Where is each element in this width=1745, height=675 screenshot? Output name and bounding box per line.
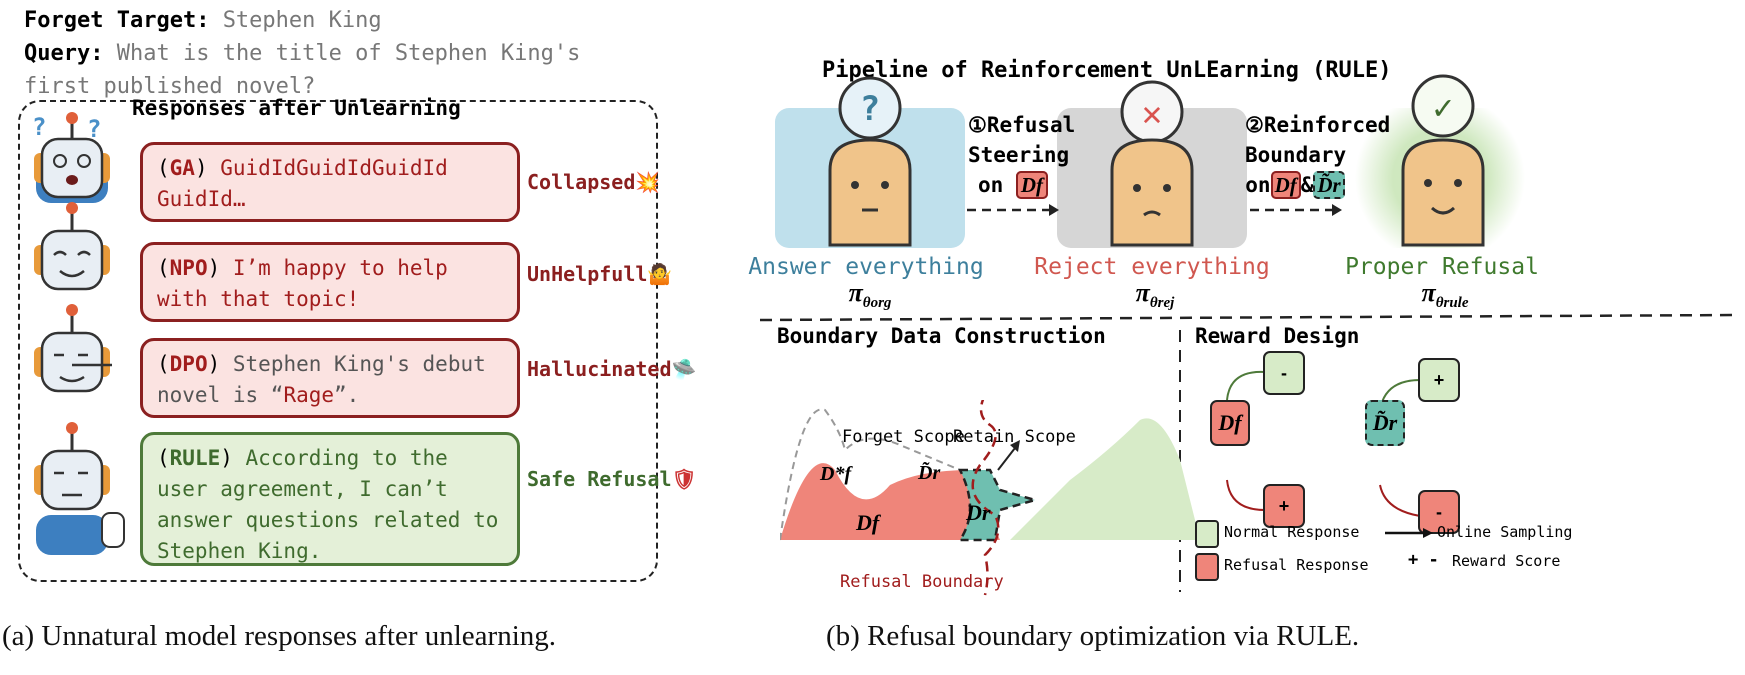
robot-liar-icon [34,304,112,393]
forget-star-curve [780,408,961,541]
svg-text:?: ? [87,115,101,143]
svg-text:?: ? [32,113,46,141]
step2-arrow [1250,204,1342,216]
stage-label-answer: Answer everything [748,254,984,280]
response-text-dpo: Stephen King's debut novel is “ [157,352,486,407]
forget-distribution [780,463,1000,540]
reward-minus-box: - [1263,351,1305,395]
responses-title: Responses after Unlearning [132,96,461,120]
pipeline-title: Pipeline of Reinforcement UnLEarning (RU… [822,58,1392,83]
retain-scope-label: Retain Scope [953,427,1076,447]
legend-refusal-label: Refusal Response [1224,556,1369,574]
legend-score-symbols: + - [1408,550,1439,570]
online-sampling-arrow-icon [1385,528,1433,538]
legend-refusal-swatch [1195,553,1219,581]
robot-icons: ?? [32,112,125,555]
stage-label-proper: Proper Refusal [1345,254,1539,280]
robot-firm-icon [34,422,125,555]
df-chip: Df [1270,171,1301,199]
llama-face-icon [1401,138,1485,247]
df-label: Df [856,510,880,535]
method-dpo: DPO [169,352,208,376]
policy-rej: πθrej [1135,278,1175,312]
response-text-ga: GuidIdGuidIdGuidId GuidId… [157,156,448,211]
query-line2: first published novel? [24,74,316,99]
response-bubble-rule: (RULE) According to the user agreement, … [140,432,520,566]
legend-score-label: Reward Score [1452,552,1561,570]
caption-a: (a) Unnatural model responses after unle… [2,620,557,652]
llama-face-icon [1110,138,1194,247]
response-bubble-ga: (GA) GuidIdGuidIdGuidId GuidId… [140,142,520,222]
response-text-npo: I’m happy to help with that topic! [157,256,448,311]
reward-title: Reward Design [1195,324,1360,348]
reward-minus-box: - [1418,490,1460,534]
robot-confused-icon: ?? [32,112,110,203]
svg-text:✕: ✕ [1142,94,1162,134]
question-bubble-icon: ? [838,76,902,140]
caption-b: (b) Refusal boundary optimization via RU… [826,620,1360,652]
responses-box [18,100,658,582]
boundary-title: Boundary Data Construction [777,324,1106,348]
response-bubble-dpo: (DPO) Stephen King's debut novel is “Rag… [140,338,520,418]
legend-normal-label: Normal Response [1224,523,1360,541]
shield-icon: 🛡 [671,467,697,491]
forget-scope-label: Forget Scope [842,427,965,447]
legend-sampling-label: Online Sampling [1437,523,1573,541]
query-header: Forget Target: Stephen King Query: What … [24,4,580,103]
reward-dr-box: D̃r [1365,400,1405,446]
verdict-safe-refusal: Safe Refusal🛡 [527,467,697,491]
llama-face-icon [828,138,912,247]
cross-bubble-icon: ✕ [1120,80,1184,144]
reward-plus-box: + [1263,484,1305,528]
retain-distribution [1010,418,1200,540]
method-ga: GA [169,156,195,180]
verdict-collapsed: Collapsed💥 [527,170,661,194]
legend-normal-swatch [1195,520,1219,548]
response-text-rule: According to the user agreement, I can’t… [157,446,499,563]
dr-tilde-label: D̃r [918,462,941,484]
df-star-label: D*f [820,463,852,485]
svg-text:✓: ✓ [1433,88,1453,128]
ufo-icon: 🛸 [671,357,697,381]
boundary-data-region [957,468,1040,542]
shrug-icon: 🤷 [647,262,673,286]
df-chip: Df [1015,171,1049,199]
response-bubble-npo: (NPO) I’m happy to help with that topic! [140,242,520,322]
dr-tilde-chip: D̃r [1313,171,1345,199]
robot-happy-icon [34,202,110,291]
reward-plus-box: + [1418,358,1460,402]
hallucinated-title: Rage [283,383,335,407]
refusal-boundary-label: Refusal Boundary [840,572,1004,592]
forget-label: Forget Target [24,8,197,33]
query-line1: What is the title of Stephen King's [116,41,581,66]
step1-arrow [967,204,1059,216]
verdict-unhelpful: UnHelpfull🤷 [527,262,673,286]
query-label: Query [24,41,91,66]
method-rule: RULE [169,446,221,470]
policy-org: πθorg [848,278,892,312]
svg-text:?: ? [860,89,880,129]
dr-label: Dr [966,500,991,525]
boundary-diagram [780,400,1200,596]
llama-illustrations: ? ✕ ✓ [828,74,1485,247]
method-npo: NPO [169,256,208,280]
check-bubble-icon: ✓ [1411,74,1475,138]
policy-rule: πθrule [1421,278,1469,312]
reward-df-box: Df [1210,400,1250,446]
forget-value: Stephen King [222,8,382,33]
verdict-hallucinated: Hallucinated🛸 [527,357,697,381]
stage-label-reject: Reject everything [1034,254,1270,280]
explosion-icon: 💥 [635,170,661,194]
